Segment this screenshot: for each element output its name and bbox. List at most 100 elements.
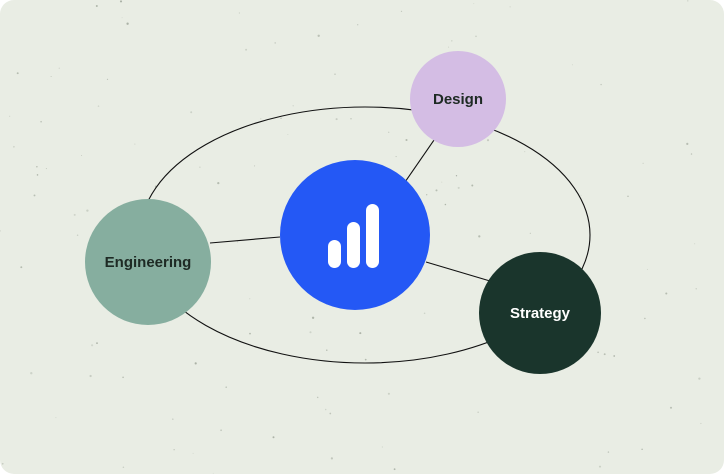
speckle: [106, 78, 109, 81]
speckle: [334, 73, 336, 75]
speckle: [329, 412, 332, 415]
speckle: [122, 376, 124, 379]
speckle: [571, 64, 573, 66]
speckle: [473, 3, 475, 5]
speckle: [597, 351, 599, 354]
speckle: [40, 120, 42, 123]
speckle: [686, 142, 689, 146]
speckle: [272, 436, 275, 439]
speckle: [444, 203, 447, 206]
speckle: [245, 48, 248, 51]
speckle: [324, 408, 327, 411]
speckle: [50, 76, 52, 77]
speckle: [687, 0, 689, 2]
speckle: [486, 139, 490, 142]
speckle: [122, 466, 125, 468]
engineering-circle: [85, 199, 211, 325]
speckle: [36, 174, 39, 176]
hub-node: [280, 160, 430, 310]
speckle: [475, 35, 477, 38]
speckle: [451, 40, 453, 42]
speckle: [670, 406, 672, 409]
speckle: [225, 386, 227, 388]
engineering-node: Engineering: [85, 199, 211, 325]
speckle: [509, 6, 511, 8]
connector-hub-strategy: [425, 261, 491, 282]
speckle: [613, 355, 616, 357]
speckle: [199, 166, 201, 168]
speckle: [76, 234, 79, 237]
speckle: [173, 449, 175, 451]
speckle: [217, 181, 220, 185]
strategy-circle: [479, 252, 601, 374]
speckle: [457, 186, 460, 189]
speckle: [1, 462, 4, 465]
speckle: [641, 448, 643, 451]
speckle: [260, 118, 262, 120]
speckle: [0, 230, 1, 232]
speckle: [311, 316, 315, 319]
speckle: [350, 118, 352, 120]
speckle: [126, 22, 129, 25]
speckle: [598, 465, 602, 468]
speckle: [45, 168, 47, 170]
speckle: [690, 153, 693, 155]
speckle: [387, 392, 390, 395]
speckle: [335, 118, 338, 121]
speckle: [309, 331, 312, 334]
speckle: [694, 243, 696, 245]
speckle: [287, 134, 289, 135]
speckle: [220, 429, 222, 432]
speckle: [665, 292, 668, 295]
speckle: [9, 115, 11, 117]
speckle: [627, 195, 629, 198]
speckle: [646, 268, 648, 270]
speckle: [642, 162, 644, 164]
speckle: [20, 266, 23, 269]
speckle: [33, 194, 36, 197]
speckle: [400, 10, 403, 13]
speckle: [317, 34, 320, 37]
speckle: [524, 151, 526, 153]
speckle: [121, 17, 123, 19]
speckle: [55, 417, 57, 419]
speckle: [190, 111, 193, 114]
speckle: [249, 332, 251, 335]
speckle: [292, 105, 294, 107]
speckle: [359, 332, 362, 335]
speckle: [73, 213, 76, 216]
speckle: [16, 72, 19, 75]
engineering-label: Engineering: [105, 254, 192, 271]
speckle: [254, 165, 256, 167]
speckle: [393, 468, 396, 471]
speckle: [274, 42, 277, 44]
speckle: [357, 24, 359, 26]
speckle: [426, 194, 428, 196]
speckle: [280, 117, 282, 119]
speckle: [97, 105, 100, 107]
speckle: [477, 411, 479, 413]
speckle: [30, 372, 33, 375]
speckle: [238, 12, 240, 14]
speckle: [441, 181, 443, 183]
speckle: [529, 232, 531, 234]
speckle: [448, 46, 450, 48]
speckle: [700, 422, 702, 425]
speckle: [236, 241, 238, 243]
speckle: [395, 156, 397, 158]
speckle: [134, 143, 136, 145]
speckle: [326, 349, 328, 351]
speckle: [58, 67, 60, 69]
speckle: [36, 166, 38, 168]
speckle: [405, 138, 408, 142]
speckle: [194, 362, 197, 365]
bar-chart-icon: [328, 204, 379, 268]
speckle: [364, 358, 367, 361]
strategy-label: Strategy: [510, 305, 571, 322]
speckle: [603, 353, 606, 356]
speckle: [471, 184, 474, 187]
speckle: [435, 189, 438, 192]
speckle: [81, 155, 83, 156]
